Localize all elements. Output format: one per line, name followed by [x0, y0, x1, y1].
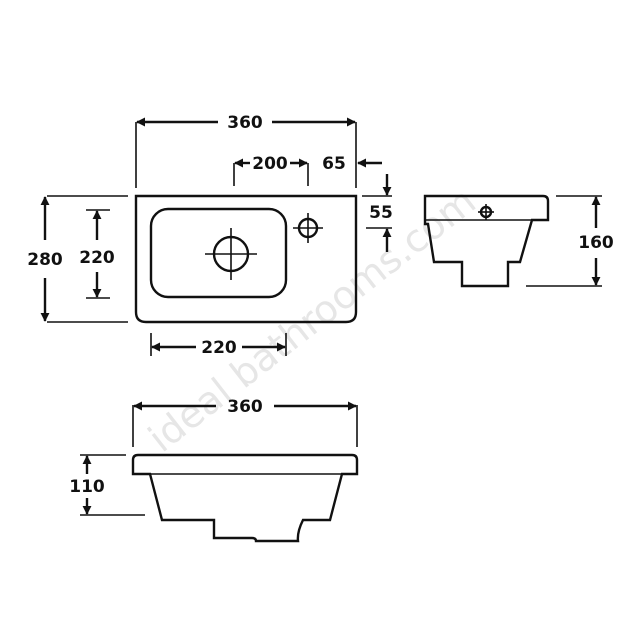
basin-outline-front	[131, 453, 359, 543]
side-view: 160	[423, 194, 614, 288]
bowl-height-label: 110	[69, 477, 105, 497]
plan-view: 360 200 65 55 280 220 220	[27, 113, 393, 358]
waste-symbol	[205, 228, 257, 280]
tap-depth-label: 55	[369, 203, 393, 223]
width-label: 360	[227, 113, 263, 133]
basin-outline-plan	[134, 194, 358, 324]
bowl-depth-label: 220	[79, 248, 115, 268]
tap-edge-label: 65	[322, 154, 346, 174]
front-view: 360 110	[69, 397, 359, 543]
tap-hole-symbol	[293, 213, 323, 243]
front-width-label: 360	[227, 397, 263, 417]
side-tap-symbol	[478, 204, 494, 220]
bowl-width-label: 220	[201, 338, 237, 358]
basin-outline-side	[423, 194, 550, 288]
tap-offset-label: 200	[252, 154, 288, 174]
bowl-outline	[149, 207, 288, 299]
depth-label: 280	[27, 250, 63, 270]
height-label: 160	[578, 233, 614, 253]
